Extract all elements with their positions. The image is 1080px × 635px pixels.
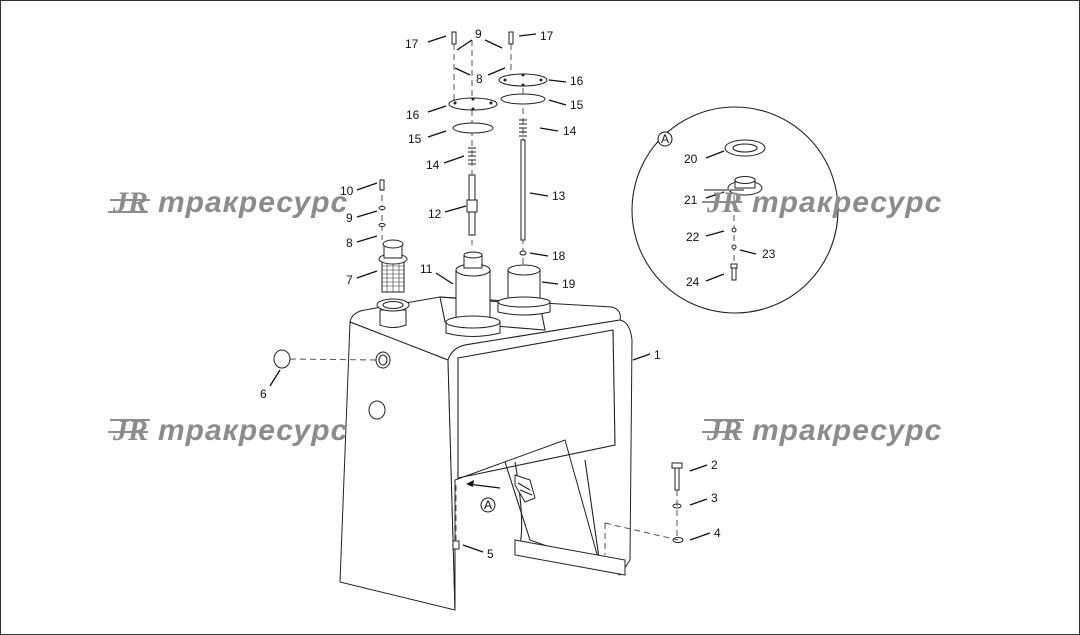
part-label-4: 4: [714, 526, 721, 540]
watermark-text: тракресурс: [752, 186, 942, 219]
part-label-19: 19: [562, 277, 576, 291]
part-label-14a: 14: [426, 158, 440, 172]
part-label-23: 23: [762, 247, 776, 261]
filler-assembly: [376, 179, 410, 328]
part-labels: 1 2 3 4 5 6 7 8 8 9 9 10 11 12 13 14 14 …: [260, 27, 776, 561]
part-label-10: 10: [340, 184, 354, 198]
part-label-20: 20: [684, 152, 698, 166]
part-label-21: 21: [684, 193, 698, 207]
part-label-17b: 17: [540, 29, 554, 43]
drain-plug-5: [452, 480, 501, 550]
detail-marker-a-top: A: [661, 132, 669, 146]
watermark-text: тракресурс: [158, 414, 348, 447]
part-label-6: 6: [260, 387, 267, 401]
leader-lines: [269, 33, 757, 553]
part-label-13: 13: [552, 189, 566, 203]
watermark-logo: JR: [706, 186, 742, 219]
watermark-4: JR тракресурс: [702, 414, 942, 447]
plug-6: [273, 349, 377, 369]
part-label-18: 18: [552, 249, 566, 263]
watermark-logo: JR: [706, 414, 742, 447]
part-label-17a: 17: [405, 37, 419, 51]
mount-bolt-set: [604, 462, 684, 555]
detail-markers: A A: [480, 131, 673, 513]
tank-body: [339, 296, 633, 611]
detail-view-a: [631, 106, 839, 314]
sender-left-assembly: [445, 31, 514, 337]
part-label-24: 24: [686, 275, 700, 289]
watermark-1: JR тракресурс: [108, 186, 348, 219]
detail-marker-a-bottom: A: [484, 498, 492, 512]
part-label-15a: 15: [408, 132, 422, 146]
watermark-text: тракресурс: [752, 414, 942, 447]
part-label-15b: 15: [570, 98, 584, 112]
watermark-text: тракресурс: [158, 186, 348, 219]
part-label-3: 3: [711, 491, 718, 505]
part-label-12: 12: [428, 207, 442, 221]
part-label-8b: 8: [476, 72, 483, 86]
part-label-14b: 14: [563, 124, 577, 138]
sender-right-assembly: [497, 73, 551, 316]
part-label-16a: 16: [406, 108, 420, 122]
watermark-logo: JR: [112, 186, 148, 219]
part-label-2: 2: [711, 458, 718, 472]
part-label-16b: 16: [570, 74, 584, 88]
part-label-9b: 9: [475, 27, 482, 41]
watermark-logo: JR: [112, 414, 148, 447]
part-label-7: 7: [346, 273, 353, 287]
watermark-3: JR тракресурс: [108, 414, 348, 447]
part-label-8a: 8: [346, 236, 353, 250]
watermark-2: JR тракресурс: [702, 186, 942, 219]
part-label-9a: 9: [346, 211, 353, 225]
part-label-11: 11: [420, 262, 433, 276]
part-label-1: 1: [654, 348, 661, 362]
part-label-22: 22: [686, 230, 700, 244]
part-label-5: 5: [487, 547, 494, 561]
